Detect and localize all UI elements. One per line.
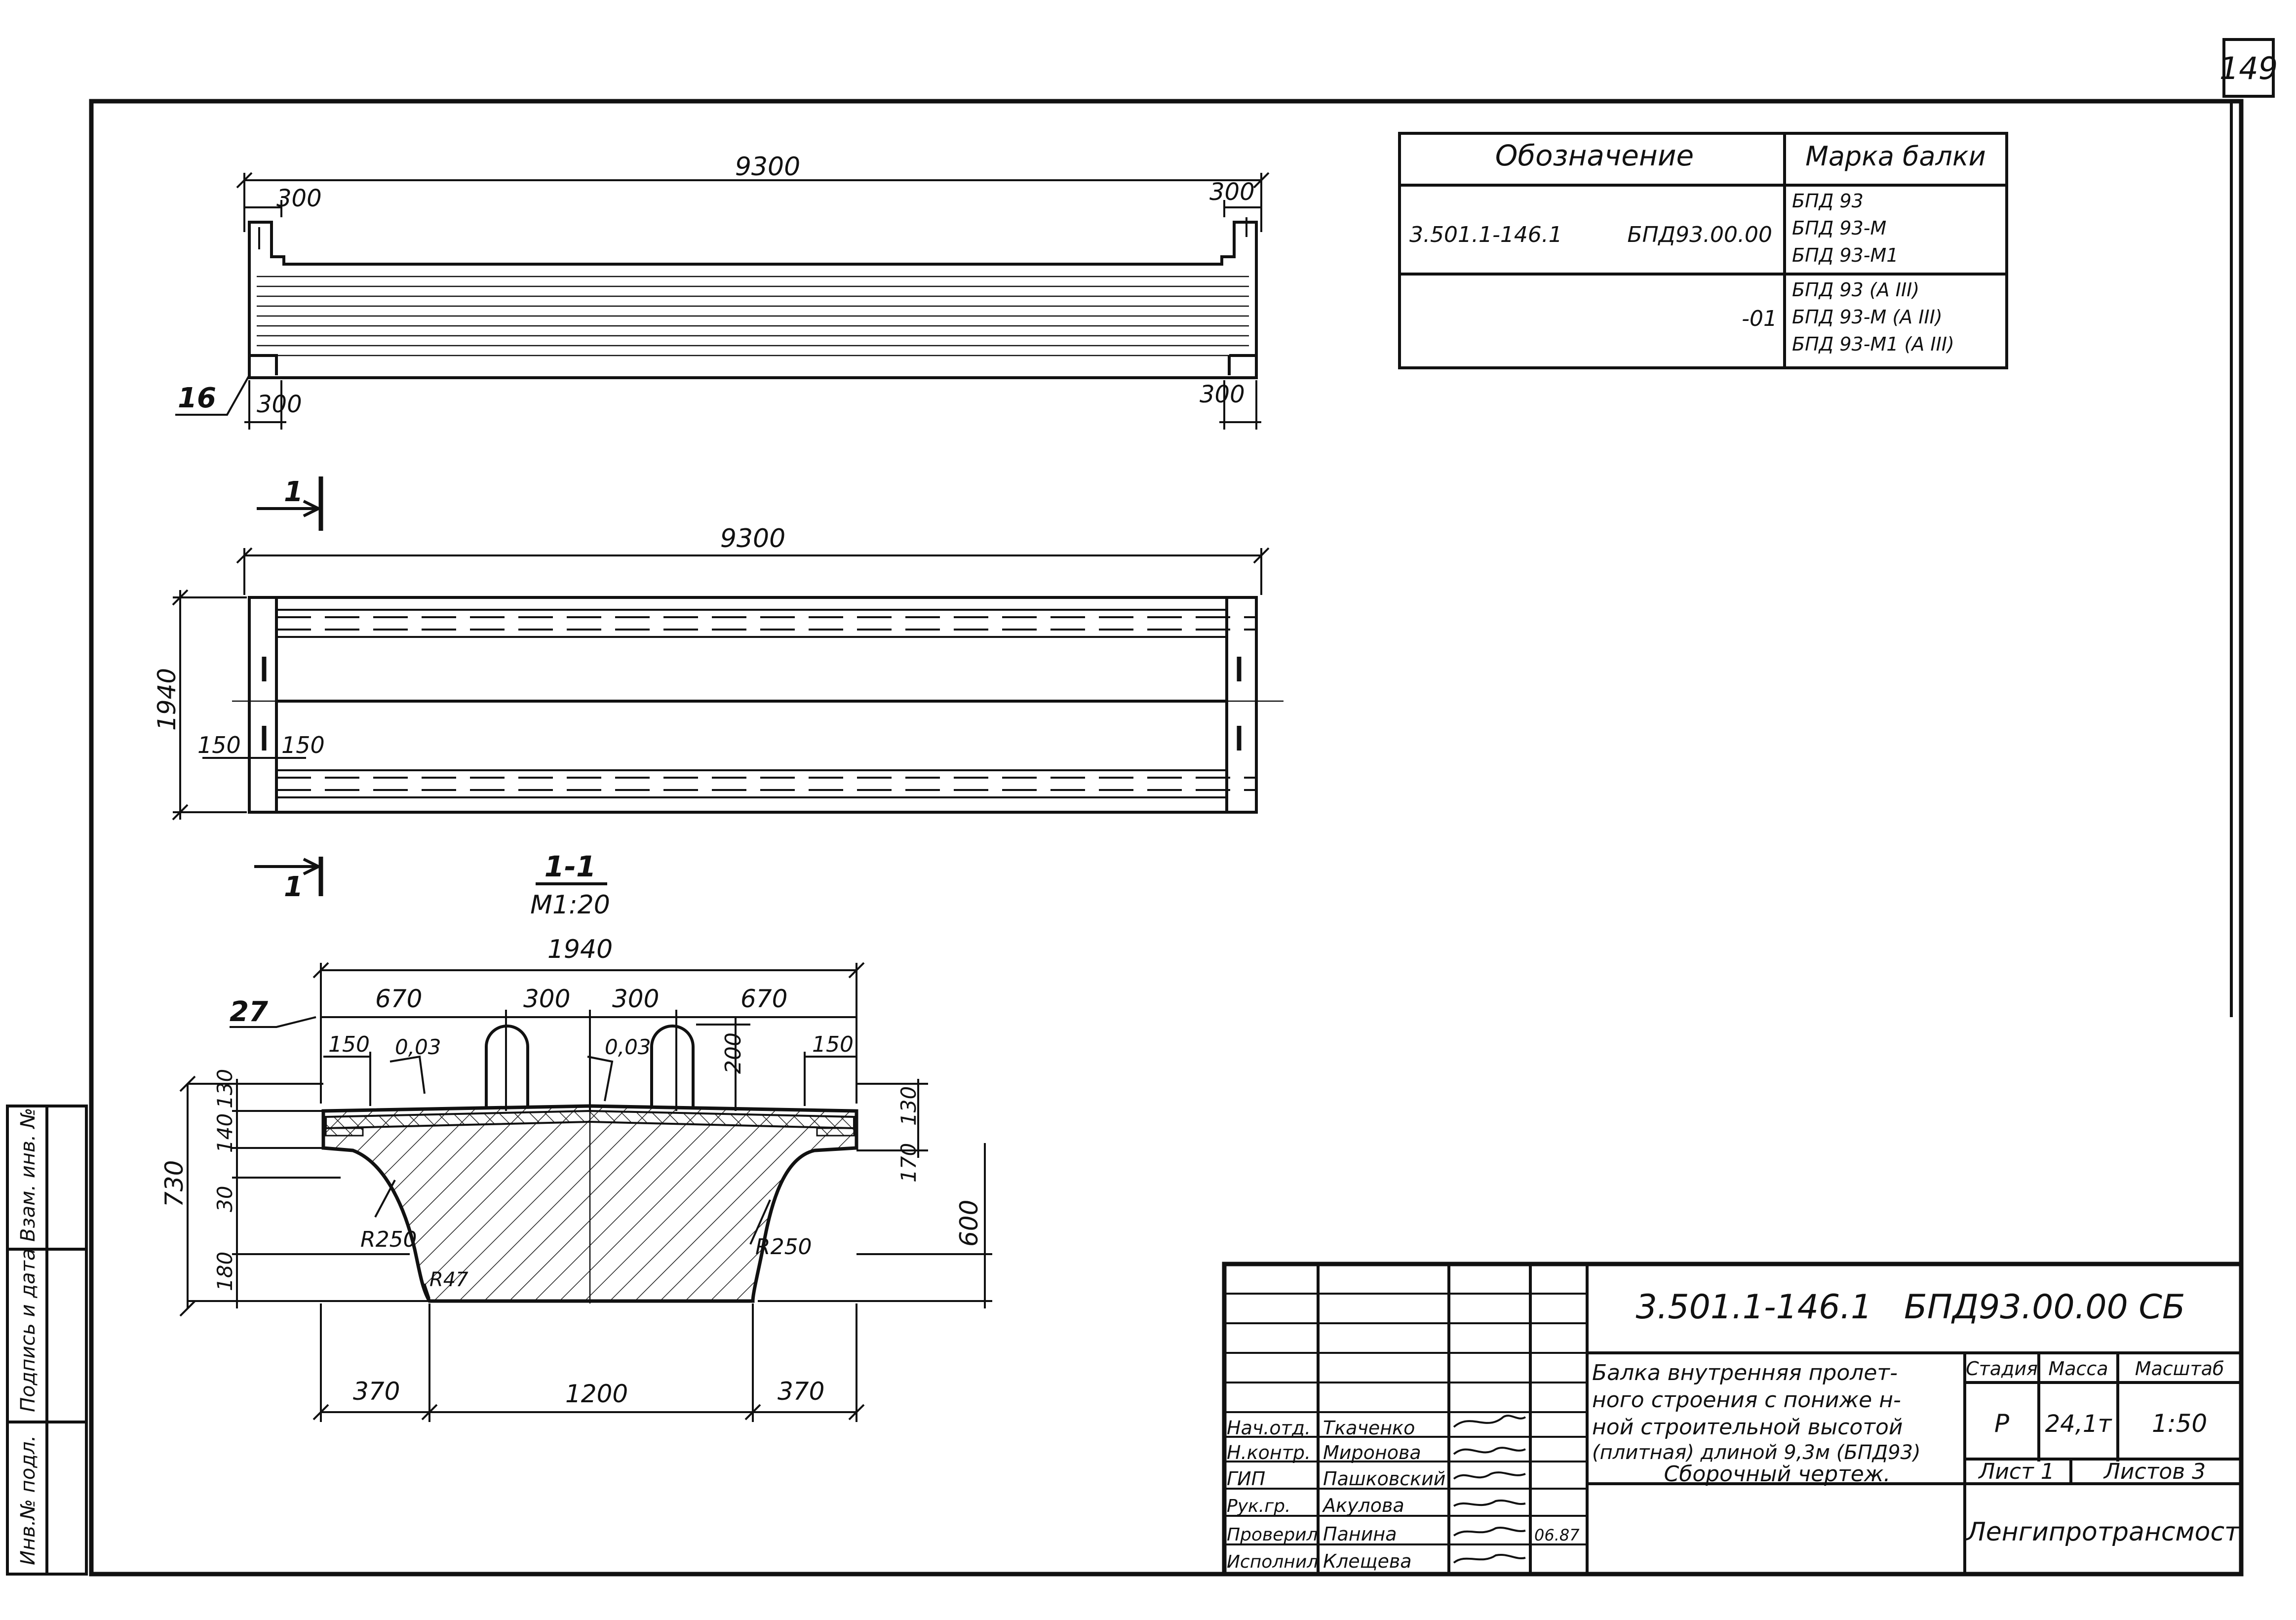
signer-role-1: Нач.отд.: [1227, 1417, 1311, 1439]
section-bottom-dim-1: 370: [353, 1377, 400, 1406]
section-scale: М1:20: [530, 890, 610, 920]
section-edge-right: 150: [812, 1032, 854, 1057]
signer-name-2: Миронова: [1323, 1442, 1421, 1463]
title-line-3: ной строительной высотой: [1592, 1415, 1903, 1440]
title-mass-header: Масса: [2048, 1358, 2108, 1380]
section-leader-mark: 27: [230, 996, 268, 1028]
elevation-end-left-bottom: 300: [257, 391, 302, 418]
section-radius-right: R250: [755, 1234, 812, 1260]
title-stage: Р: [1994, 1409, 2010, 1438]
elevation-length: 9300: [735, 152, 800, 182]
elevation-view: 9300 300 300 300 300 16: [175, 152, 1270, 430]
title-stage-header: Стадия: [1966, 1358, 2038, 1380]
section-width-total: 1940: [547, 935, 613, 964]
plan-offset-a: 150: [197, 732, 241, 758]
section-loop-height: 200: [721, 1032, 746, 1074]
elevation-end-right-top: 300: [1209, 178, 1255, 206]
elevation-end-left-top: 300: [276, 185, 322, 212]
title-line-1: Балка внутренняя пролет-: [1592, 1360, 1898, 1385]
page-number: 149: [2219, 50, 2278, 86]
section-view: 1-1 М1:20 1940 670 300 300 670 27 150 15…: [160, 850, 992, 1422]
plan-width: 1940: [153, 668, 181, 731]
section-left-dim-1: 130: [213, 1069, 237, 1108]
plan-offset-b: 150: [281, 732, 325, 758]
section-mark-bottom: 1: [284, 871, 303, 903]
table-row1-mark-1: БПД 93: [1792, 190, 1864, 212]
signer-role-6: Исполнил: [1227, 1552, 1318, 1572]
section-bottom-dim-3: 370: [778, 1377, 824, 1406]
side-stamp: Инв.№ подл. Подпись и дата Взам. инв. №: [6, 1105, 88, 1576]
section-top-dim-1: 670: [375, 985, 422, 1013]
signer-name-5: Панина: [1323, 1523, 1397, 1545]
section-height-right: 600: [955, 1200, 983, 1247]
signatures: [1453, 1415, 1526, 1564]
title-line-2: ного строения с пониже н-: [1592, 1387, 1901, 1413]
title-scale-header: Масштаб: [2135, 1358, 2224, 1380]
title-sheet: Лист 1: [1978, 1459, 2054, 1484]
section-slope-left: 0,03: [395, 1035, 441, 1059]
section-title: 1-1: [545, 850, 596, 883]
title-line-4: (плитная) длиной 9,3м (БПД93): [1592, 1441, 1921, 1464]
designation-table: Обозначение Марка балки 3.501.1-146.1 БП…: [1398, 132, 2008, 369]
section-height-total: 730: [160, 1160, 189, 1207]
table-row2-code: -01: [1742, 306, 1777, 331]
signer-name-1: Ткаченко: [1323, 1417, 1415, 1439]
table-row1-designation: 3.501.1-146.1: [1409, 222, 1562, 247]
section-right-dim-1: 130: [896, 1086, 921, 1126]
signer-name-3: Пашковский: [1323, 1468, 1445, 1490]
elevation-end-right-bottom: 300: [1200, 381, 1245, 408]
title-block: 3.501.1-146.1 БПД93.00.00 СБ Балка внутр…: [1222, 1262, 2244, 1577]
section-left-dim-3: 30: [213, 1186, 237, 1212]
section-left-dim-2: 140: [213, 1113, 237, 1153]
title-mass: 24,1т: [2045, 1410, 2113, 1438]
table-row2-mark-3: БПД 93-М1 (А ІІІ): [1792, 333, 1954, 355]
section-mark-top: 1: [284, 476, 303, 508]
title-line-5: Сборочный чертеж.: [1664, 1462, 1890, 1487]
plan-length: 9300: [720, 524, 785, 553]
section-left-dim-4: 180: [213, 1252, 237, 1291]
section-edge-left: 150: [328, 1032, 370, 1057]
title-scale: 1:50: [2152, 1409, 2207, 1438]
elevation-leader-mark: 16: [178, 382, 216, 414]
section-slope-right: 0,03: [605, 1035, 651, 1059]
table-row2-mark-1: БПД 93 (А ІІІ): [1792, 279, 1919, 301]
stamp-inventory: Инв.№ подл.: [17, 1435, 39, 1565]
signer-role-2: Н.контр.: [1227, 1442, 1311, 1463]
title-organization: Ленгипротрансмост: [1966, 1517, 2240, 1547]
stamp-replaced: Взам. инв. №: [17, 1107, 39, 1242]
section-radius-small: R47: [429, 1268, 468, 1291]
section-right-dim-2: 170: [896, 1143, 921, 1183]
signer-role-5: Проверил: [1227, 1525, 1318, 1545]
section-top-dim-4: 670: [740, 985, 787, 1013]
table-row2-mark-2: БПД 93-М (А ІІІ): [1792, 306, 1943, 328]
section-top-dim-3: 300: [612, 985, 659, 1013]
signer-role-3: ГИП: [1227, 1468, 1265, 1490]
signer-name-4: Акулова: [1322, 1495, 1404, 1516]
table-row1-code: БПД93.00.00: [1627, 222, 1772, 247]
section-bottom-dim-2: 1200: [565, 1380, 628, 1408]
signer-role-4: Рук.гр.: [1227, 1496, 1290, 1516]
section-radius-left: R250: [360, 1227, 417, 1252]
title-document-code: 3.501.1-146.1 БПД93.00.00 СБ: [1635, 1288, 2185, 1327]
signer-name-6: Клещева: [1323, 1550, 1412, 1572]
table-row1-mark-3: БПД 93-М1: [1792, 244, 1898, 266]
title-date: 06.87: [1534, 1526, 1580, 1544]
plan-view: 9300 1940 150 150 1 1: [153, 476, 1284, 903]
table-row1-mark-2: БПД 93-М: [1792, 217, 1886, 239]
stamp-signature: Подпись и дата: [17, 1249, 39, 1412]
table-header-designation: Обозначение: [1495, 139, 1694, 172]
title-sheets: Листов 3: [2103, 1459, 2206, 1484]
sheet-frame: 149: [89, 38, 2278, 1577]
section-top-dim-2: 300: [523, 985, 570, 1013]
table-header-mark: Марка балки: [1805, 141, 1985, 172]
